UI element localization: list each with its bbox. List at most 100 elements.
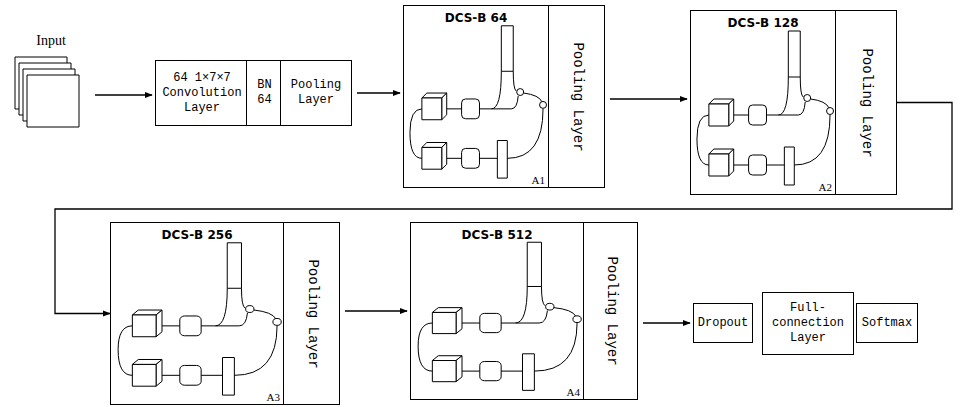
dcs-block-illustration bbox=[411, 223, 583, 399]
short-bar bbox=[784, 147, 794, 185]
flow-arrow bbox=[357, 92, 400, 93]
wire bbox=[766, 165, 784, 166]
rounded-unit bbox=[180, 365, 201, 385]
process-box: 64 1×7×7 Convolution Layer bbox=[155, 60, 249, 126]
cube-front bbox=[132, 315, 156, 337]
node-label: Pooling Layer bbox=[281, 78, 351, 108]
wire bbox=[734, 165, 749, 166]
tall-bar bbox=[527, 242, 541, 286]
merge-circle bbox=[827, 108, 834, 115]
wire bbox=[201, 288, 227, 326]
process-box: Dropout bbox=[693, 303, 753, 343]
cube-side bbox=[456, 356, 462, 382]
block-tag: A3 bbox=[267, 391, 280, 403]
wire bbox=[794, 115, 830, 165]
input-stack: Input bbox=[12, 33, 90, 133]
wire bbox=[410, 109, 422, 158]
merge-circle bbox=[573, 316, 581, 323]
cube-front bbox=[432, 361, 456, 382]
merge-circle bbox=[546, 303, 554, 310]
wire bbox=[447, 108, 462, 109]
process-box: Full-connection Layer bbox=[762, 292, 854, 355]
wire bbox=[462, 371, 480, 372]
rounded-unit bbox=[180, 316, 201, 336]
cube-side bbox=[156, 310, 162, 337]
dcs-block: DCS-B 256A3 bbox=[110, 222, 284, 405]
tall-bar bbox=[501, 26, 513, 71]
pooling-layer: Pooling Layer bbox=[548, 5, 605, 188]
wire bbox=[162, 375, 180, 376]
block-tag: A4 bbox=[567, 386, 580, 398]
rounded-unit bbox=[749, 155, 767, 175]
wire bbox=[513, 71, 516, 91]
wire bbox=[507, 109, 543, 158]
wire bbox=[201, 375, 222, 376]
dcs-block-illustration bbox=[111, 223, 283, 404]
dcs-block-illustration bbox=[404, 6, 548, 187]
cube-side bbox=[456, 308, 462, 334]
short-bar bbox=[497, 141, 507, 179]
layer-label: Pooling Layer bbox=[569, 42, 584, 151]
merge-circle bbox=[517, 89, 524, 96]
wire bbox=[241, 288, 245, 308]
flow-arrow bbox=[643, 322, 690, 323]
node-label: BN 64 bbox=[247, 78, 282, 108]
cube-side bbox=[156, 359, 162, 386]
block-tag: A2 bbox=[819, 181, 832, 193]
flow-arrow bbox=[95, 94, 152, 95]
tall-bar bbox=[227, 243, 241, 288]
short-bar bbox=[223, 358, 235, 396]
process-box: Pooling Layer bbox=[280, 60, 352, 126]
dcs-block-illustration bbox=[691, 11, 835, 194]
block-title: DCS-B 64 bbox=[404, 11, 548, 25]
dcs-block: DCS-B 128A2 bbox=[690, 10, 836, 195]
pooling-layer: Pooling Layer bbox=[583, 222, 638, 400]
wire bbox=[534, 323, 577, 371]
node-label: 64 1×7×7 Convolution Layer bbox=[156, 71, 248, 116]
block-title: DCS-B 128 bbox=[691, 16, 835, 30]
wire bbox=[118, 326, 132, 375]
cube-front bbox=[709, 154, 729, 176]
wire bbox=[479, 158, 497, 159]
rounded-unit bbox=[462, 148, 480, 168]
cube-side bbox=[442, 142, 447, 169]
wire bbox=[418, 323, 432, 371]
wire bbox=[800, 77, 803, 97]
input-frames bbox=[12, 33, 90, 133]
layer-label: Pooling Layer bbox=[304, 259, 319, 368]
wire bbox=[162, 325, 180, 326]
pooling-layer: Pooling Layer bbox=[835, 10, 897, 195]
merge-circle bbox=[804, 95, 811, 102]
input-label: Input bbox=[12, 33, 90, 48]
wire bbox=[766, 77, 788, 115]
flow-arrow bbox=[610, 98, 687, 99]
cube-front bbox=[432, 312, 456, 333]
wire bbox=[479, 71, 501, 109]
wire bbox=[462, 323, 480, 324]
cube-side bbox=[729, 99, 734, 126]
wire bbox=[734, 115, 749, 116]
process-box: Softmax bbox=[856, 303, 918, 343]
wire bbox=[811, 99, 829, 108]
rounded-unit bbox=[749, 105, 767, 125]
wire bbox=[541, 286, 545, 305]
dcs-block: DCS-B 512A4 bbox=[410, 222, 584, 400]
wire bbox=[515, 311, 547, 324]
wire bbox=[234, 326, 277, 375]
cube-front bbox=[422, 98, 442, 120]
layer-label: Pooling Layer bbox=[603, 256, 618, 365]
short-bar bbox=[523, 354, 535, 391]
input-frame bbox=[27, 75, 79, 127]
merge-circle bbox=[246, 306, 254, 313]
node-label: Full-connection Layer bbox=[763, 301, 853, 346]
rounded-unit bbox=[480, 313, 501, 332]
wire bbox=[524, 93, 542, 102]
wire bbox=[554, 308, 576, 317]
wire bbox=[215, 313, 247, 326]
node-label: Softmax bbox=[862, 316, 912, 331]
pooling-layer: Pooling Layer bbox=[283, 222, 340, 405]
wire bbox=[697, 115, 709, 165]
merge-circle bbox=[540, 101, 547, 108]
cube-side bbox=[442, 93, 447, 120]
